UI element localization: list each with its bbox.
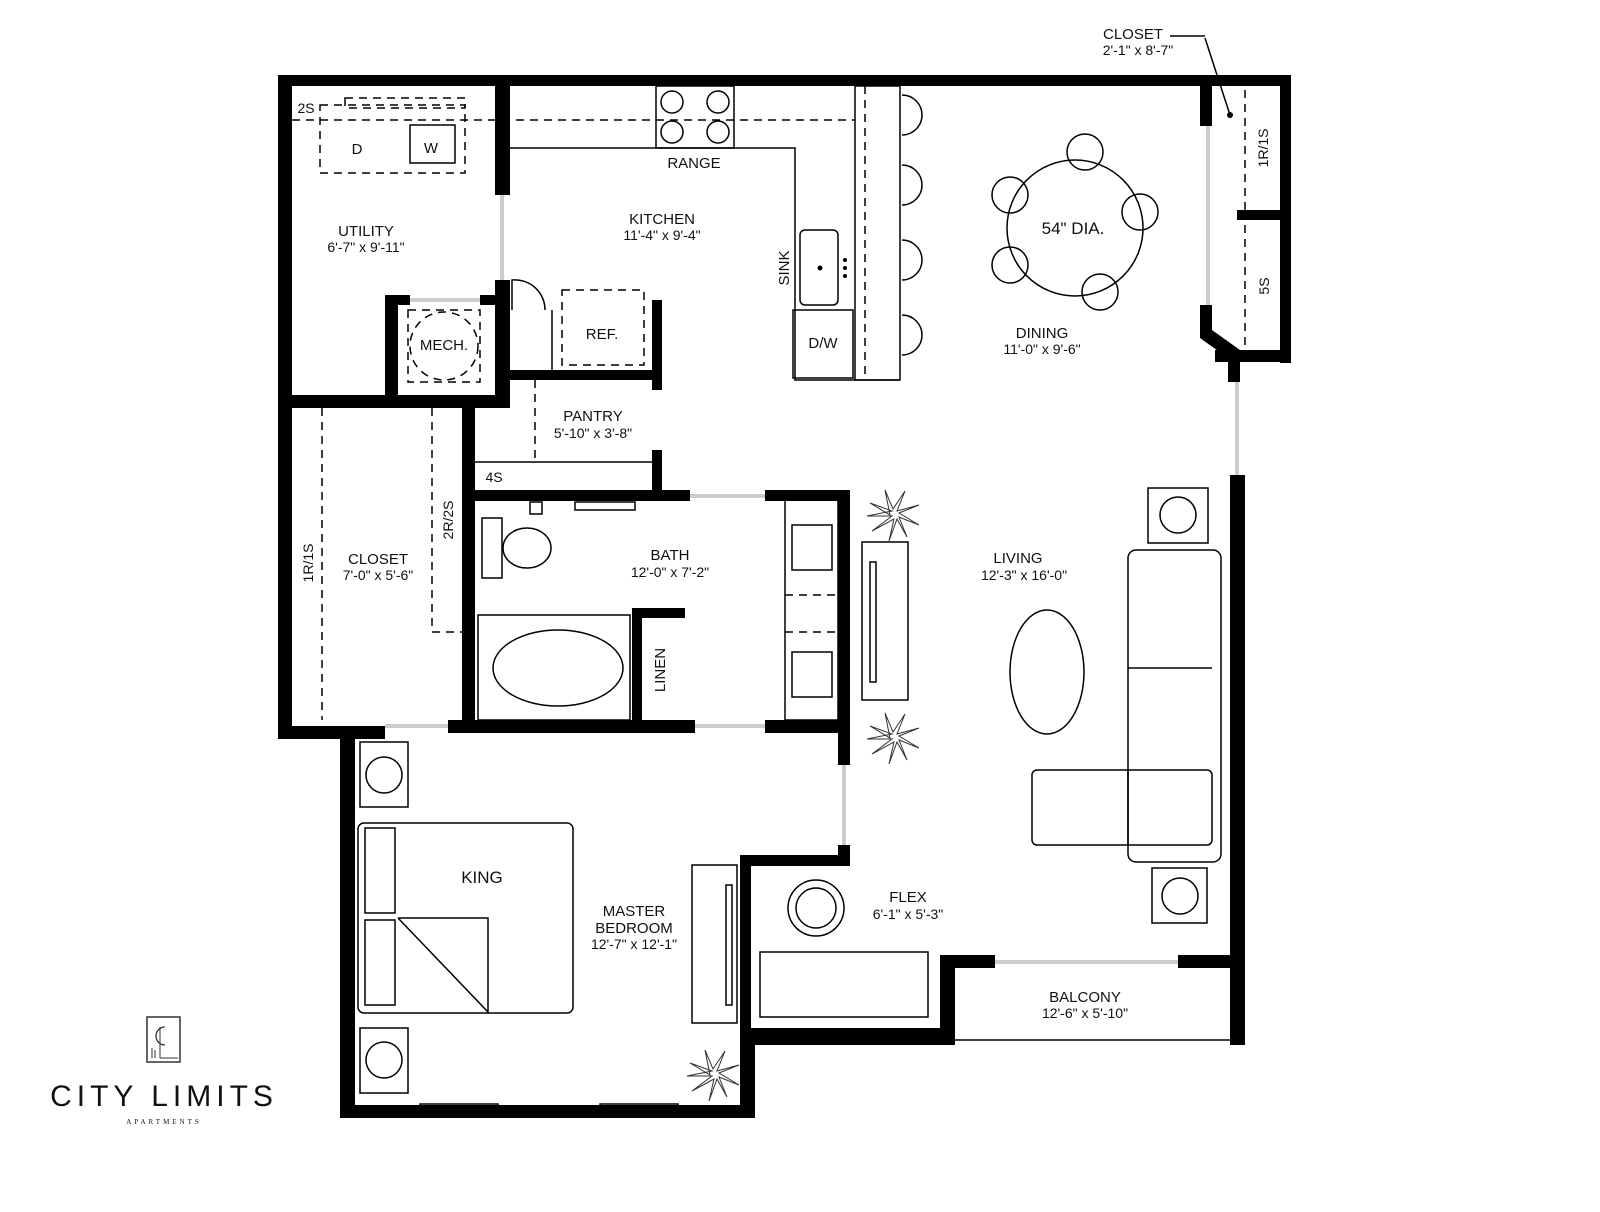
living-dim: 12'-3" x 16'-0" (981, 567, 1067, 583)
room-labels: CLOSET 2'-1" x 8'-7" UTILITY 6'-7" x 9'-… (297, 26, 1272, 1021)
shelf-4s: 4S (485, 469, 502, 485)
bath-dim: 12'-0" x 7'-2" (631, 564, 709, 580)
closet-top-name: CLOSET (1103, 26, 1163, 43)
master-name-2: BEDROOM (595, 920, 673, 937)
windows (385, 125, 1245, 1113)
ref-label: REF. (586, 326, 619, 343)
shelf-2s: 2S (297, 100, 314, 116)
bed-label: KING (461, 868, 503, 887)
dining-dim: 11'-0" x 9'-6" (1003, 341, 1080, 357)
flex-name: FLEX (889, 889, 927, 906)
shelf-1r1s-top: 1R/1S (1255, 129, 1271, 168)
closet-dim: 7'-0" x 5'-6" (343, 567, 414, 583)
utility-dim: 6'-7" x 9'-11" (327, 239, 404, 255)
living-name: LIVING (993, 550, 1042, 567)
master-name-1: MASTER (603, 903, 666, 920)
kitchen-dim: 11'-4" x 9'-4" (623, 227, 700, 243)
table-label: 54" DIA. (1042, 219, 1105, 238)
dining-name: DINING (1016, 325, 1069, 342)
shelf-5s: 5S (1256, 277, 1272, 294)
closet-name: CLOSET (348, 551, 408, 568)
dryer-label: D (352, 141, 363, 158)
balcony-name: BALCONY (1049, 989, 1121, 1006)
shelf-2r2s: 2R/2S (440, 501, 456, 540)
brand-sub: APARTMENTS (126, 1118, 202, 1126)
shelf-1r1s-closet: 1R/1S (300, 544, 316, 583)
pantry-dim: 5'-10" x 3'-8" (554, 425, 632, 441)
closet-top-dim: 2'-1" x 8'-7" (1103, 42, 1174, 58)
mech-label: MECH. (420, 337, 468, 354)
linen-label: LINEN (652, 648, 669, 692)
range-label: RANGE (667, 155, 720, 172)
balcony-dim: 12'-6" x 5'-10" (1042, 1005, 1128, 1021)
pantry-name: PANTRY (563, 408, 622, 425)
plant-icon (686, 489, 920, 1102)
walls (278, 75, 1291, 1118)
dw-label: D/W (808, 335, 838, 352)
sink-label: SINK (776, 250, 793, 285)
city-limits-logo: CITY LIMITS APARTMENTS (50, 1016, 278, 1126)
bath-name: BATH (651, 547, 690, 564)
washer-label: W (424, 140, 439, 157)
flex-dim: 6'-1" x 5'-3" (873, 906, 944, 922)
kitchen-name: KITCHEN (629, 211, 695, 228)
fixtures (292, 35, 1246, 1102)
utility-name: UTILITY (338, 223, 394, 240)
master-dim: 12'-7" x 12'-1" (591, 936, 677, 952)
brand-name: CITY LIMITS (50, 1080, 278, 1113)
